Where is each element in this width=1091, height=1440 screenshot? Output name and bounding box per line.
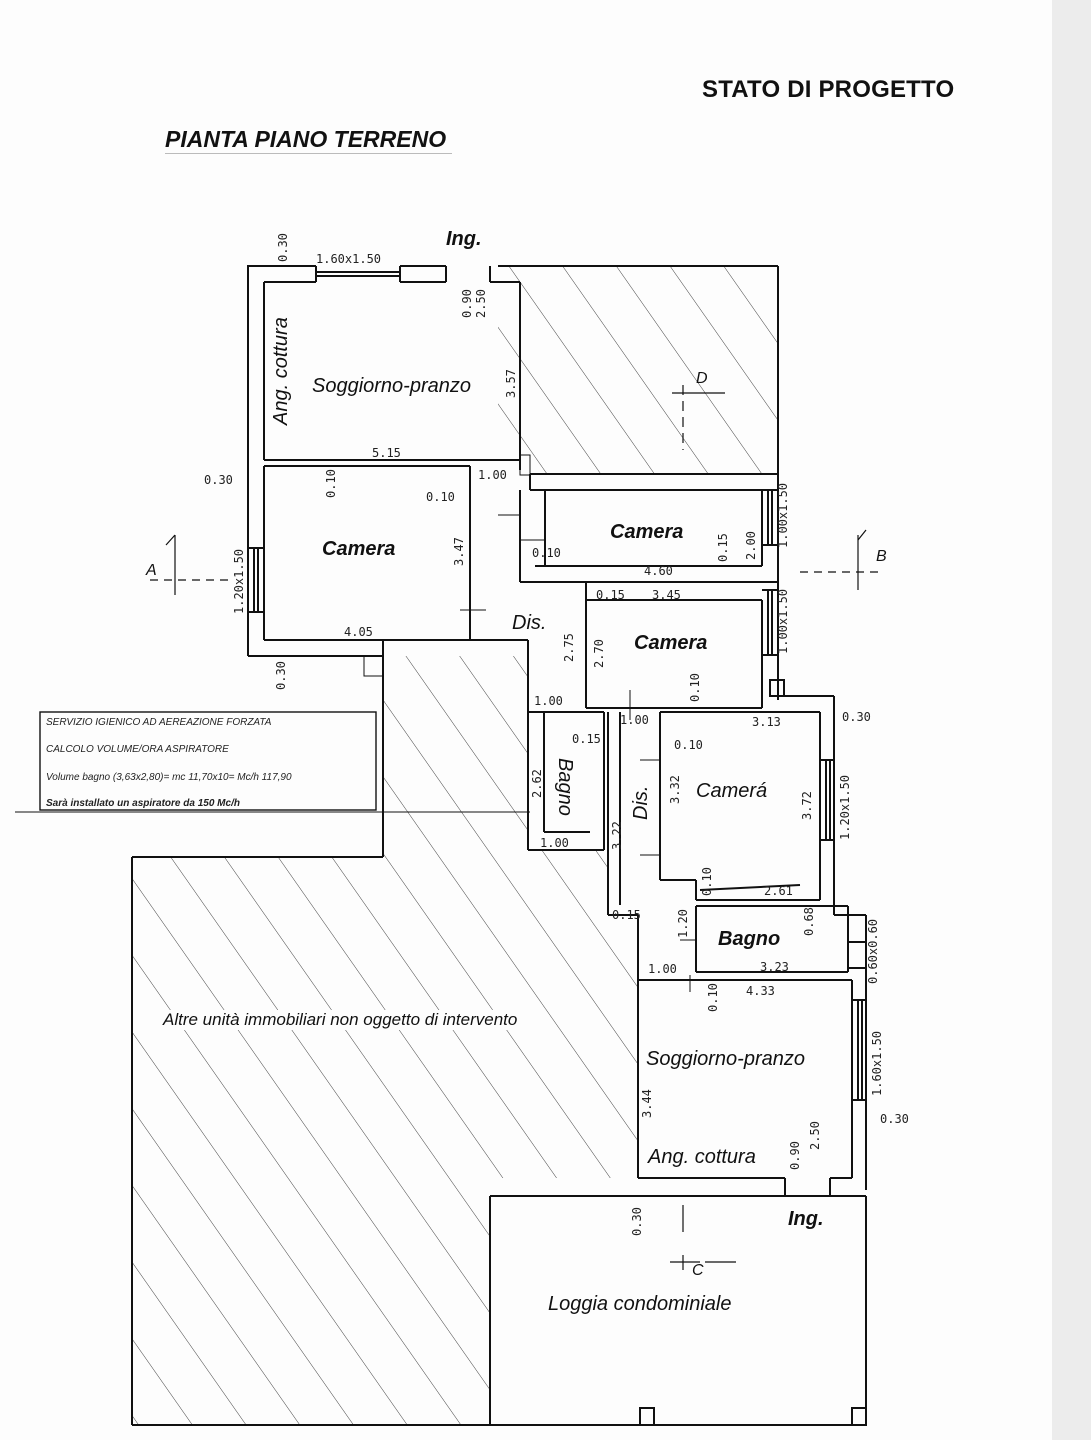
- section-mark-c: C: [692, 1262, 704, 1279]
- dim-wall-h: 0.15: [572, 732, 601, 746]
- dim-wall-e: 0.15: [596, 588, 625, 602]
- room-dis-south: Dis.: [630, 785, 652, 820]
- dim-window-west: 1.20x1.50: [232, 548, 246, 614]
- entrance-south-label: Ing.: [788, 1208, 824, 1230]
- room-north-kitchen: Ang. cottura: [270, 317, 292, 425]
- room-loggia: Loggia condominiale: [548, 1293, 732, 1315]
- dim-wall-k: 0.15: [612, 908, 641, 922]
- entrance-north-label: Ing.: [446, 228, 482, 250]
- dim-window-camera: 1.00x1.50: [776, 482, 790, 548]
- dim-door-top-a: 0.90: [460, 289, 474, 318]
- dim-wall-j: 0.10: [700, 867, 714, 896]
- dim-top-wall: 0.30: [276, 233, 290, 262]
- dim-window-camera-2: 1.00x1.50: [776, 588, 790, 654]
- note-line-1: SERVIZIO IGIENICO AD AEREAZIONE FORZATA: [46, 717, 272, 728]
- section-mark-a: A: [146, 562, 157, 579]
- scan-margin: [1052, 0, 1091, 1440]
- room-south-kitchen: Ang. cottura: [648, 1146, 756, 1168]
- dim-bagno-south-width: 3.23: [760, 960, 789, 974]
- project-status-title: STATO DI PROGETTO: [702, 76, 955, 103]
- dim-living-south-width: 4.33: [746, 984, 775, 998]
- dim-camera-south-width: 3.13: [752, 715, 781, 729]
- floor-plan-title: PIANTA PIANO TERRENO: [165, 126, 453, 154]
- dim-camera-west-width: 4.05: [344, 625, 373, 639]
- dim-camera-east-width: 4.60: [644, 564, 673, 578]
- note-line-4: Sarà installato un aspiratore da 150 Mc/…: [46, 798, 240, 809]
- dim-window-south: 1.20x1.50: [838, 774, 852, 840]
- dim-window-top: 1.60x1.50: [316, 252, 382, 266]
- dim-window-living-south: 1.60x1.50: [870, 1030, 884, 1096]
- dim-dis-north-a: 2.75: [562, 633, 576, 662]
- dim-bagno-west-depth: 2.62: [530, 769, 544, 798]
- dim-wall-left: 0.30: [204, 473, 233, 487]
- section-mark-b: B: [876, 548, 887, 565]
- note-line-3: Volume bagno (3,63x2,80)= mc 11,70x10= M…: [46, 772, 292, 783]
- dim-door-a: 1.00: [478, 468, 507, 482]
- dim-door-e: 1.00: [648, 962, 677, 976]
- dim-door-d: 1.20: [676, 909, 690, 938]
- dim-wall-n: 0.30: [880, 1112, 909, 1126]
- dim-living-width: 5.15: [372, 446, 401, 460]
- dim-living-south-depth: 3.44: [640, 1089, 654, 1118]
- dim-wall-g: 0.10: [688, 673, 702, 702]
- room-camera-west: Camera: [322, 538, 396, 560]
- dim-door-f: 0.90: [788, 1141, 802, 1170]
- dim-camera-mid-width: 3.45: [652, 588, 681, 602]
- dim-camera-east-depth: 2.00: [744, 531, 758, 560]
- dim-wall-m: 0.10: [706, 983, 720, 1012]
- hatch-north-east: [498, 266, 778, 474]
- dim-door-c: 1.00: [620, 713, 649, 727]
- dim-window-bagno: 0.60x0.60: [866, 918, 880, 984]
- dim-living-depth: 3.57: [504, 369, 518, 398]
- dim-wall-o: 0.30: [630, 1207, 644, 1236]
- room-dis-north: Dis.: [512, 612, 547, 634]
- dim-wall-l: 0.68: [802, 907, 816, 936]
- room-camera-south: Camerá: [696, 780, 768, 802]
- room-bagno-west: Bagno: [554, 758, 576, 816]
- dim-camera-south-depth-b: 3.72: [800, 791, 814, 820]
- room-north-living: Soggiorno-pranzo: [312, 375, 471, 397]
- dim-wall-c: 0.10: [532, 546, 561, 560]
- dim-wall-a: 0.10: [324, 469, 338, 498]
- dim-door-b: 1.00: [534, 694, 563, 708]
- dim-camera-west-depth: 3.47: [452, 537, 466, 566]
- dim-wall-b: 0.10: [426, 490, 455, 504]
- dim-wall-d: 0.15: [716, 533, 730, 562]
- room-camera-east-mid: Camera: [634, 632, 708, 654]
- room-south-living: Soggiorno-pranzo: [646, 1048, 805, 1070]
- other-units-label: Altre unità immobiliari non oggetto di i…: [160, 1010, 521, 1030]
- dim-bagno-west-width: 1.00: [540, 836, 569, 850]
- dim-wall-right: 0.30: [842, 710, 871, 724]
- dim-wall-i: 0.10: [674, 738, 703, 752]
- dim-camera-south-depth-a: 3.32: [668, 775, 682, 804]
- dim-camera-south-width-b: 2.61: [764, 884, 793, 898]
- note-line-2: CALCOLO VOLUME/ORA ASPIRATORE: [46, 744, 229, 755]
- dim-wall-f: 0.30: [274, 661, 288, 690]
- dim-dis-south-depth: 3.22: [610, 821, 624, 850]
- dim-dis-north-b: 2.70: [592, 639, 606, 668]
- dim-door-g: 2.50: [808, 1121, 822, 1150]
- room-bagno-south: Bagno: [718, 928, 781, 950]
- hatch-other-units: [132, 656, 638, 1425]
- section-mark-d: D: [696, 370, 708, 387]
- room-camera-east-top: Camera: [610, 521, 684, 543]
- dim-door-top-b: 2.50: [474, 289, 488, 318]
- wall-north: [247, 265, 316, 656]
